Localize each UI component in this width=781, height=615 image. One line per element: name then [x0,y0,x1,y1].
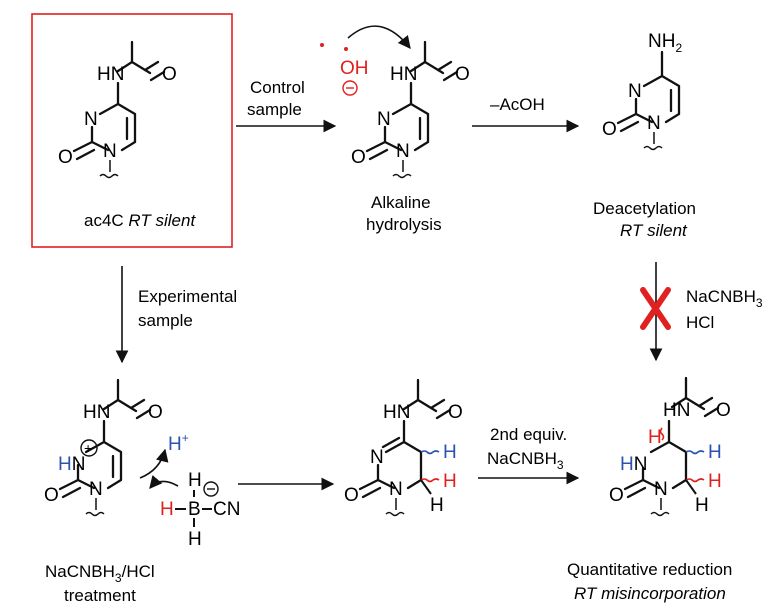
label-deacetylation: Deacetylation [593,199,696,218]
proton-h-plus: H+ [168,431,189,455]
label-misincorporation: RT misincorporation [574,584,726,603]
atom-n1: N [654,479,668,500]
atom-nh2: NH2 [648,31,682,55]
atom-h: H [188,529,202,550]
label-deacetylation-sub: RT silent [620,221,688,240]
atom-n1: N [103,141,117,162]
molecule-ac4c: HN O N N O ac4C RT silent [58,40,196,230]
atom-h-red: H [708,471,722,492]
atom-n3: N [628,81,642,102]
atom-cn: CN [213,499,240,520]
atom-hn: HN [663,400,690,421]
atom-o2: O [602,119,617,140]
atom-h-red: H [648,427,662,448]
curved-arrow-icon [149,475,179,489]
label-ac4c: ac4C RT silent [84,211,196,230]
atom-n3: N [377,109,391,130]
atom-hn: HN [390,64,417,85]
label-control-1: Control [250,78,305,97]
label-treatment-1: NaCNBH3/HCl [45,562,155,585]
atom-h-blue: H [708,442,722,463]
label-hcl: HCl [686,313,714,332]
molecule-cytidine: NH2 N N O Deacetylation RT silent [593,31,696,240]
molecule-protonated-ac4c: HN O + HN N O H+ H H B H CN NaCNBH3/HCl … [44,378,240,605]
atom-h: H [695,495,709,516]
atom-n1: N [396,141,410,162]
molecule-dihydro-intermediate: HN O N H H H N O [344,378,463,517]
molecule-alkaline-hydrolysis: OH HN O N N O Alkaline hydrolysis [320,25,470,234]
ac4c-highlight-box [31,13,233,248]
label-experimental: Experimental [138,287,237,306]
label-experimental-sample: sample [138,311,193,330]
label-quantitative: Quantitative reduction [567,560,732,579]
label-nacnbh3: NaCNBH3 [686,287,763,310]
atom-o2: O [609,485,624,506]
atom-n3: N [84,109,98,130]
atom-n1: N [647,113,661,134]
molecule-tetrahydro-product: HN O H HN H H H N O Quantitative reducti… [567,376,732,603]
label-alkaline: Alkaline [371,193,431,212]
atom-hn-ring: HN [620,454,647,475]
atom-o-acetyl: O [162,64,177,85]
label-2nd-equiv: 2nd equiv. [490,425,567,444]
atom-hn: HN [97,64,124,85]
label-control-2: sample [247,100,302,119]
atom-o-acetyl: O [448,402,463,423]
red-x-icon [640,287,671,330]
atom-o2: O [351,147,366,168]
atom-h-red: H [443,471,457,492]
hydroxide-oh: OH [340,58,369,79]
label-acoh: –AcOH [490,95,545,114]
curved-arrow-icon [139,448,169,479]
atom-o2: O [58,147,73,168]
atom-h: H [430,495,444,516]
hydride-h: H [160,499,174,520]
atom-b: B [188,499,201,520]
curved-arrow-icon [347,25,411,50]
charge-plus: + [84,440,92,456]
atom-o-acetyl: O [148,402,163,423]
atom-o-acetyl: O [455,64,470,85]
atom-hn-protonated: HN [58,454,85,475]
atom-hn: HN [383,402,410,423]
atom-n1: N [89,479,103,500]
atom-o2: O [44,485,59,506]
label-hydrolysis: hydrolysis [366,215,442,234]
atom-o2: O [344,485,359,506]
label-treatment-2: treatment [64,586,136,605]
label-2nd-nacnbh3: NaCNBH3 [487,449,564,472]
atom-n3: N [370,447,384,468]
atom-h-blue: H [443,442,457,463]
atom-o-acetyl: O [716,400,731,421]
atom-n1: N [389,479,403,500]
atom-hn: HN [83,402,110,423]
atom-h: H [188,470,202,491]
